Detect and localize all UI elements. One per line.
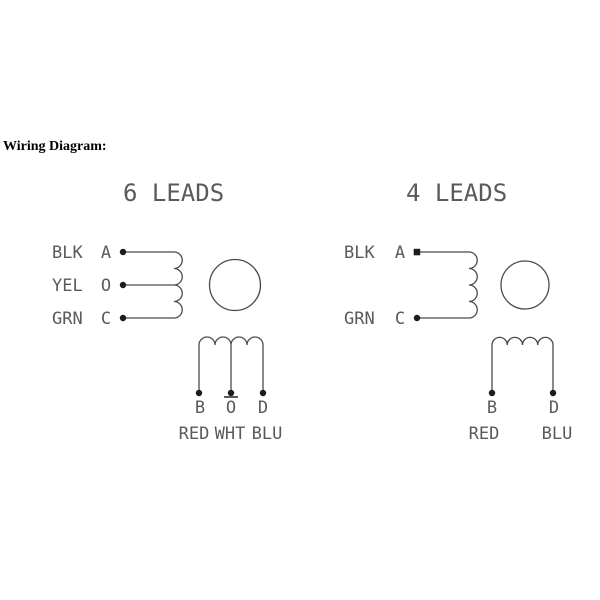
four-leads-terminal-a-dot [413, 248, 421, 256]
six-leads-terminal-obar-overline [224, 396, 238, 398]
four-leads-terminal-b-label: B [486, 398, 498, 418]
four-leads-wire-grn-label: GRN [344, 309, 375, 329]
six-leads-terminal-c-dot [119, 314, 127, 322]
four-leads-terminal-d-dot [549, 389, 557, 397]
six-leads-terminal-d-label: D [257, 398, 269, 418]
six-leads-terminal-o-label: O [100, 276, 112, 296]
six-leads-wire-wht-label: WHT [214, 424, 246, 444]
six-leads-wire-grn-label: GRN [52, 309, 83, 329]
four-leads-terminal-d-label: D [548, 398, 560, 418]
four-leads-wire-blu-label: BLU [541, 424, 573, 444]
four-leads-wire-red-label: RED [468, 424, 500, 444]
four-leads-rotor-circle [500, 260, 550, 310]
six-leads-terminal-a-dot [119, 248, 127, 256]
six-leads-heading: 6 LEADS [123, 179, 225, 207]
six-leads-terminal-c-label: C [100, 309, 112, 329]
six-leads-terminal-d-dot [259, 389, 267, 397]
four-leads-terminal-b-dot [488, 389, 496, 397]
four-leads-terminal-c-label: C [394, 309, 406, 329]
page-title: Wiring Diagram: [3, 139, 107, 154]
six-leads-wire-blu-label: BLU [251, 424, 283, 444]
four-leads-terminal-a-label: A [394, 243, 406, 263]
six-leads-terminal-o-dot [119, 281, 127, 289]
six-leads-terminal-obar-dot [227, 389, 235, 397]
six-leads-rotor-circle [208, 258, 262, 312]
six-leads-terminal-obar-label: O [225, 398, 237, 418]
four-leads-wire-blk-label: BLK [344, 243, 375, 263]
six-leads-terminal-b-dot [195, 389, 203, 397]
four-leads-winding-ac [419, 251, 478, 319]
six-leads-wire-yel-label: YEL [52, 276, 83, 296]
six-leads-terminal-b-label: B [194, 398, 206, 418]
four-leads-heading: 4 LEADS [406, 179, 508, 207]
four-leads-terminal-c-dot [413, 314, 421, 322]
six-leads-wire-red-label: RED [178, 424, 210, 444]
six-leads-terminal-a-label: A [100, 243, 112, 263]
six-leads-wire-blk-label: BLK [52, 243, 83, 263]
four-leads-winding-bd [491, 336, 554, 393]
